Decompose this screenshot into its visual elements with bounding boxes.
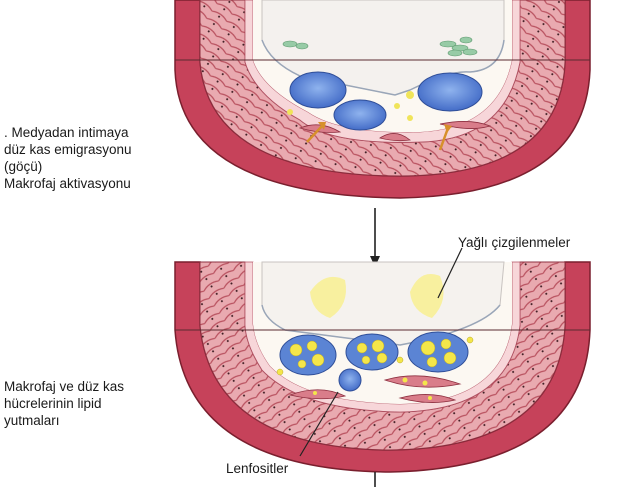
- caption-line: yutmaları: [4, 412, 124, 429]
- top-caption: . Medyadan intimaya düz kas emigrasyonu …: [4, 124, 132, 192]
- lymphocytes-label: Lenfositler: [226, 460, 288, 477]
- caption-line: hücrelerinin lipid: [4, 395, 124, 412]
- bottom-artery-section: [175, 262, 590, 472]
- progression-arrow: [370, 208, 380, 267]
- bottom-caption: Makrofaj ve düz kas hücrelerinin lipid y…: [4, 378, 124, 429]
- caption-line: Makrofaj aktivasyonu: [4, 175, 132, 192]
- foam-cells: [277, 332, 473, 375]
- caption-line: düz kas emigrasyonu: [4, 141, 132, 158]
- caption-line: Makrofaj ve düz kas: [4, 378, 124, 395]
- caption-line: (göçü): [4, 158, 132, 175]
- fatty-streaks-label: Yağlı çizgilenmeler: [458, 234, 570, 251]
- caption-line: . Medyadan intimaya: [4, 124, 132, 141]
- top-artery-section: [175, 0, 590, 198]
- lymphocyte-cell: [339, 369, 361, 391]
